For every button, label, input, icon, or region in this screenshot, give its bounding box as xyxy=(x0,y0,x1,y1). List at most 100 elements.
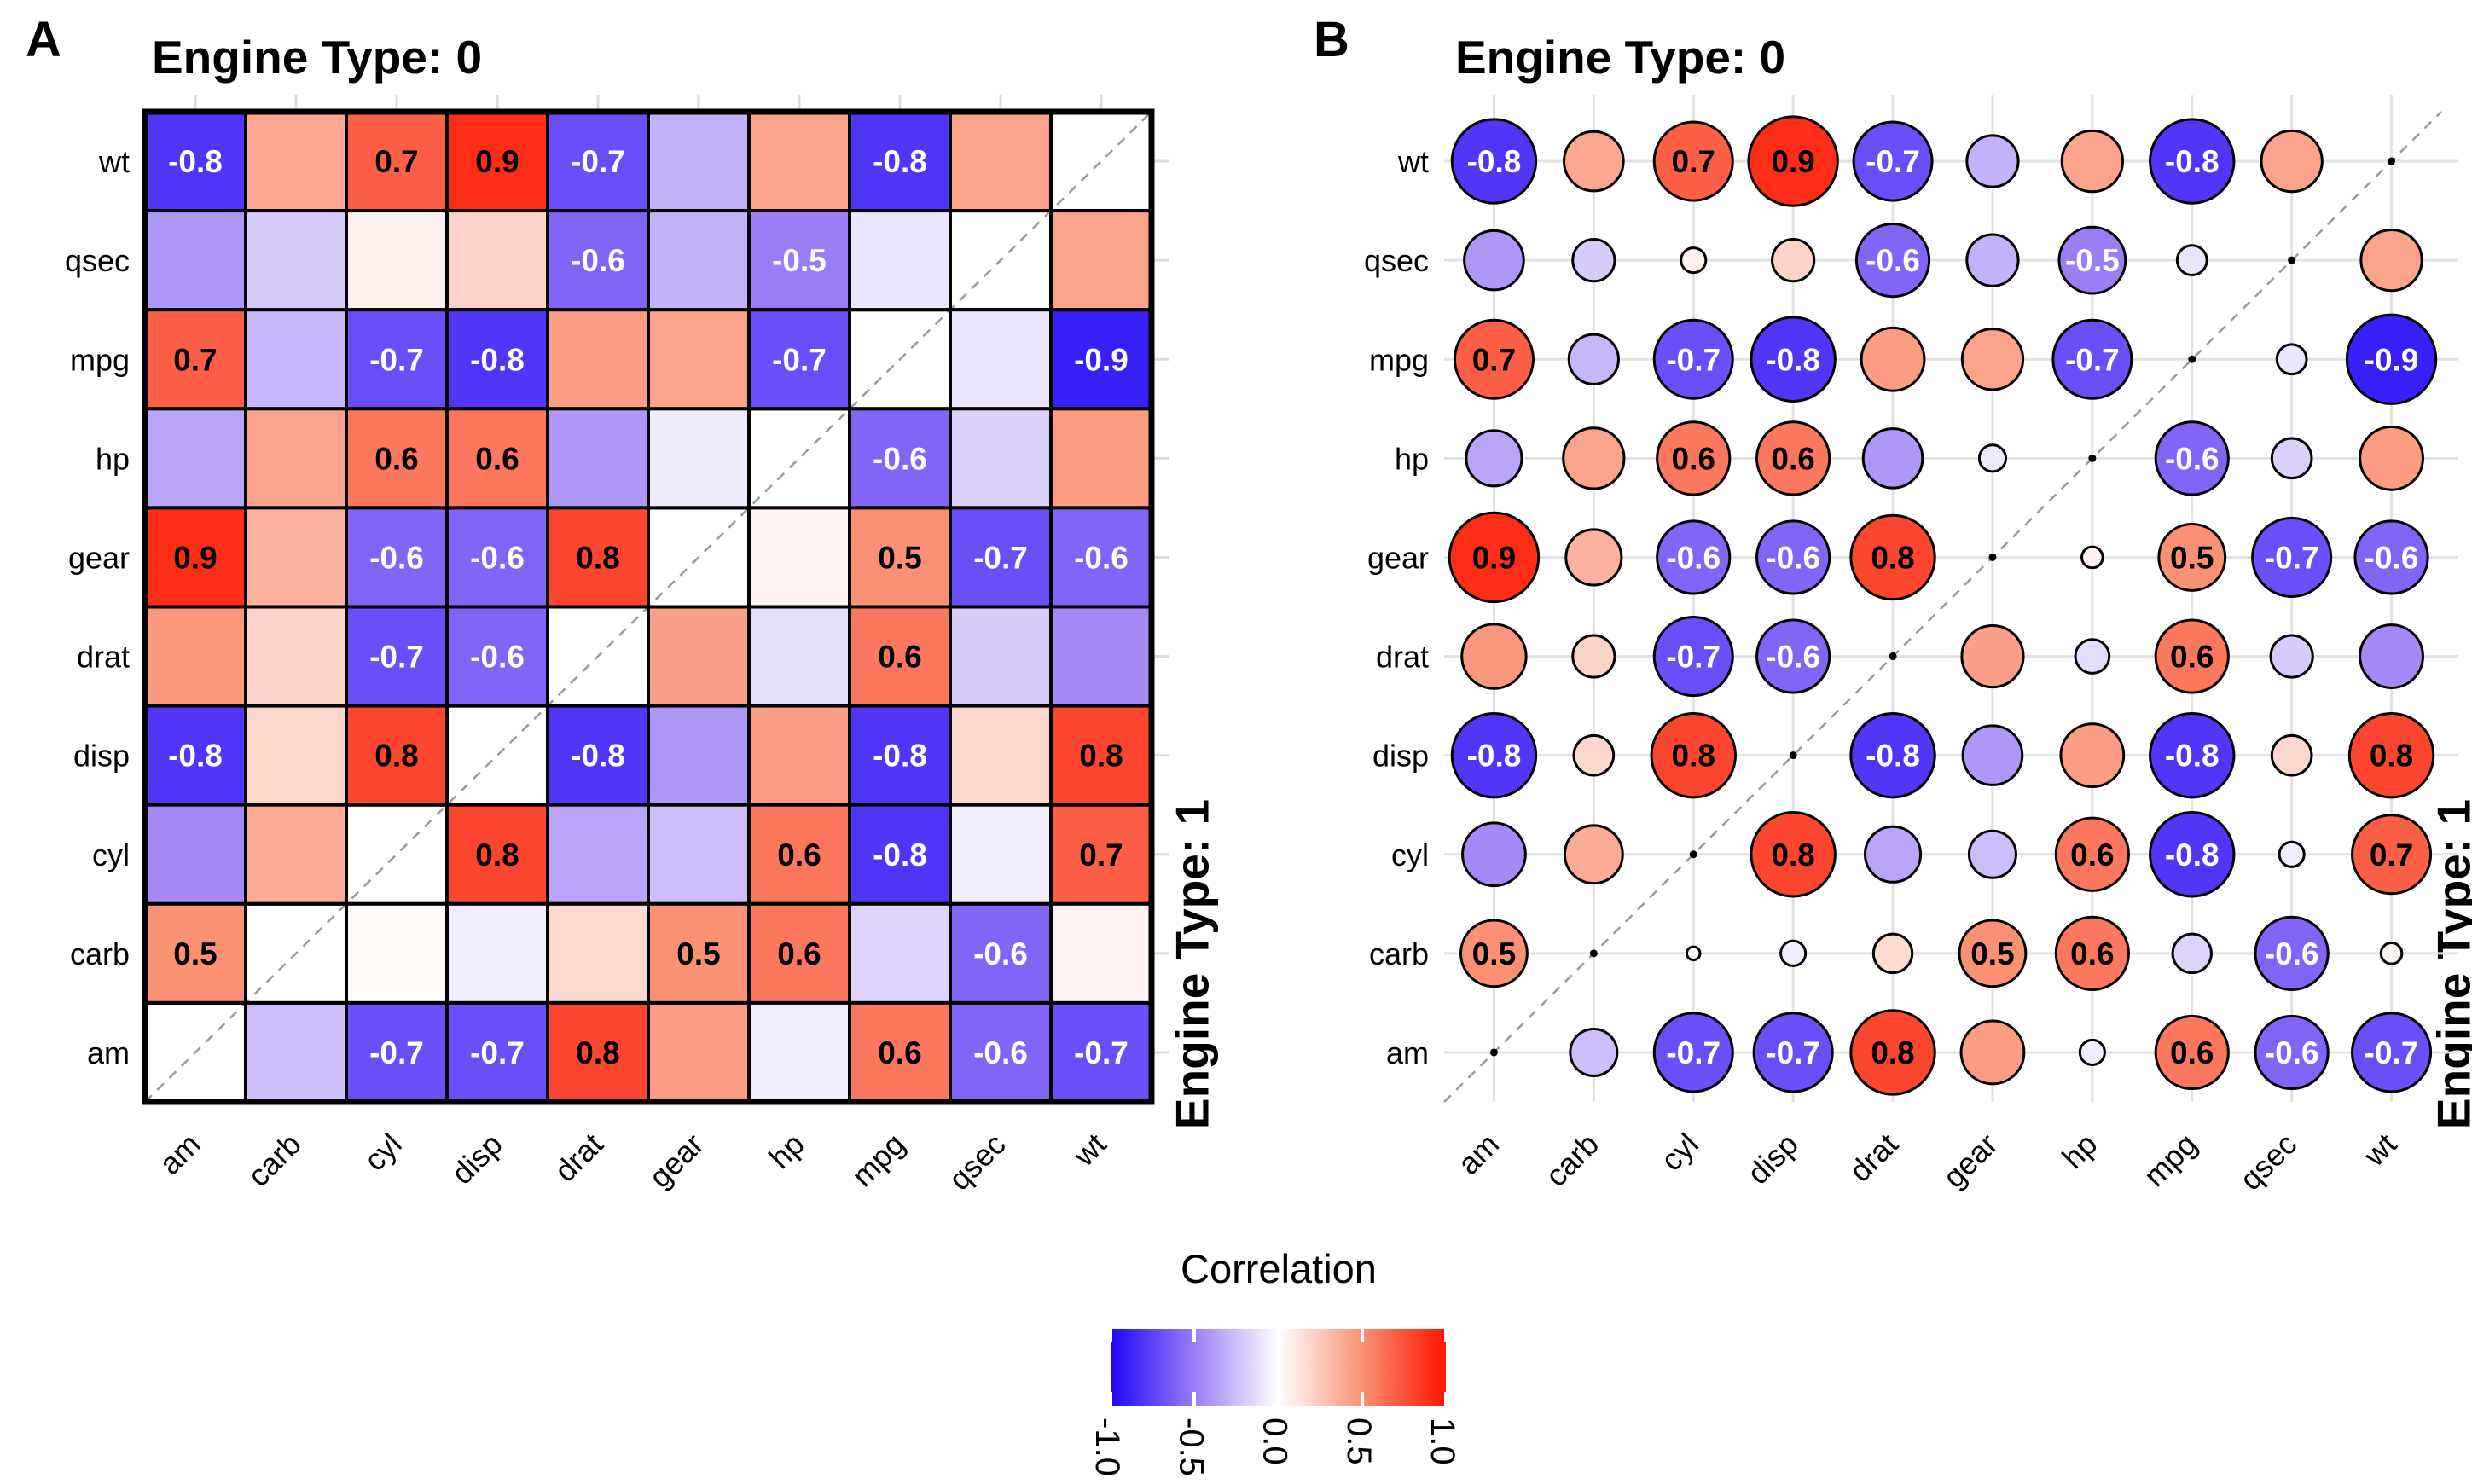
circle-value-label: 0.9 xyxy=(1771,144,1814,179)
diagonal-dot-wt xyxy=(2388,157,2396,165)
x-axis-label-wt: wt xyxy=(2356,1127,2403,1174)
matrix-tile-gear-qsec xyxy=(949,506,1053,609)
matrix-tile-wt-mpg xyxy=(848,110,952,213)
matrix-circle-carb-drat xyxy=(1871,932,1914,975)
matrix-circle-carb-am xyxy=(1459,919,1529,988)
matrix-tile-disp-carb xyxy=(244,704,348,807)
y-axis-label-carb: carb xyxy=(70,936,130,971)
matrix-circle-hp-mpg xyxy=(2154,420,2230,496)
matrix-tile-disp-qsec xyxy=(949,704,1053,807)
tile-value-label: 0.8 xyxy=(475,838,519,872)
matrix-circle-qsec-carb xyxy=(1571,238,1616,283)
circle-value-label: 0.5 xyxy=(1472,936,1516,971)
matrix-circle-hp-cyl xyxy=(1656,420,1732,496)
matrix-tile-am-disp xyxy=(445,1000,549,1104)
matrix-tile-wt-gear xyxy=(647,110,751,213)
matrix-circle-disp-drat xyxy=(1849,711,1936,799)
x-axis-label-hp: hp xyxy=(762,1127,810,1175)
matrix-tile-mpg-gear xyxy=(647,308,751,411)
matrix-circle-mpg-cyl xyxy=(1652,318,1734,400)
tile-value-label: -0.7 xyxy=(369,640,424,675)
matrix-circle-drat-disp xyxy=(1755,618,1831,694)
diagonal-dot-qsec xyxy=(2288,256,2296,264)
matrix-circle-gear-wt xyxy=(2353,519,2429,595)
matrix-circle-mpg-drat xyxy=(1860,326,1926,392)
matrix-tile-mpg-am xyxy=(143,308,247,411)
circle-value-label: 0.8 xyxy=(1771,838,1814,872)
matrix-circle-gear-qsec xyxy=(2251,516,2333,598)
matrix-circle-mpg-hp xyxy=(2051,318,2133,400)
legend-tick-label: 0.0 xyxy=(1256,1417,1294,1465)
y-axis-label-drat: drat xyxy=(1376,640,1429,675)
tile-value-label: -0.6 xyxy=(470,540,525,575)
y-axis-label-mpg: mpg xyxy=(1369,342,1429,377)
matrix-circle-cyl-hp xyxy=(2054,816,2130,892)
matrix-tile-gear-hp xyxy=(747,506,851,609)
tile-value-label: -0.7 xyxy=(973,540,1028,575)
matrix-circle-gear-cyl xyxy=(1656,519,1732,595)
legend-tick-label: 1.0 xyxy=(1424,1417,1461,1465)
circle-value-label: 0.8 xyxy=(1672,739,1715,774)
circle-value-label: -0.7 xyxy=(1766,1035,1820,1070)
matrix-circle-mpg-gear xyxy=(1960,328,2025,391)
matrix-circle-mpg-qsec xyxy=(2275,343,2308,376)
x-axis-label-carb: carb xyxy=(1538,1127,1605,1194)
matrix-tile-cyl-carb xyxy=(244,803,348,906)
circle-value-label: 0.7 xyxy=(2370,838,2413,872)
panel-b-facet-top-label: Engine Type: 0 xyxy=(1455,31,1786,84)
circle-value-label: 0.8 xyxy=(1871,1035,1914,1070)
x-axis-label-wt: wt xyxy=(1066,1127,1113,1174)
diagonal-dot-carb xyxy=(1589,949,1598,958)
tile-value-label: 0.8 xyxy=(374,739,418,774)
diagonal-dot-gear xyxy=(1988,553,1997,561)
matrix-circle-gear-hp xyxy=(2080,545,2104,570)
circle-value-label: -0.6 xyxy=(2165,441,2220,476)
matrix-tile-wt-hp xyxy=(747,110,851,213)
matrix-circle-mpg-am xyxy=(1453,318,1535,400)
circle-value-label: 0.6 xyxy=(2070,838,2114,872)
y-axis-label-cyl: cyl xyxy=(1391,838,1429,872)
tile-value-label: -0.7 xyxy=(369,342,424,377)
tile-value-label: -0.8 xyxy=(571,739,625,774)
tile-value-label: 0.6 xyxy=(777,936,821,971)
y-axis-label-hp: hp xyxy=(96,441,130,476)
matrix-circle-disp-am xyxy=(1450,711,1538,799)
circle-value-label: 0.8 xyxy=(1871,540,1914,575)
matrix-circle-mpg-disp xyxy=(1750,316,1837,403)
matrix-circle-disp-qsec xyxy=(2270,733,2313,777)
tile-value-label: -0.8 xyxy=(470,342,525,377)
circle-value-label: -0.7 xyxy=(1666,1035,1721,1070)
circle-value-label: -0.6 xyxy=(1866,243,1920,278)
tile-value-label: -0.9 xyxy=(1074,342,1129,377)
tile-value-label: -0.6 xyxy=(571,243,625,278)
panel-a-facet-top-label: Engine Type: 0 xyxy=(152,31,483,84)
diagonal-dot-cyl xyxy=(1689,850,1697,859)
tile-value-label: -0.6 xyxy=(470,640,525,675)
circle-value-label: -0.7 xyxy=(1866,144,1920,179)
y-axis-label-cyl: cyl xyxy=(92,838,130,872)
matrix-tile-drat-gear xyxy=(647,605,751,708)
matrix-tile-hp-wt xyxy=(1049,407,1153,510)
circle-value-label: -0.7 xyxy=(2065,342,2120,377)
tile-value-label: -0.7 xyxy=(470,1035,525,1070)
matrix-circle-mpg-wt xyxy=(2345,313,2438,405)
matrix-circle-am-cyl xyxy=(1652,1012,1734,1093)
circle-value-label: 0.7 xyxy=(1472,342,1516,377)
tile-value-label: 0.8 xyxy=(1079,739,1123,774)
x-axis-label-qsec: qsec xyxy=(942,1127,1013,1197)
panel-a-border xyxy=(142,108,1155,1105)
circle-value-label: -0.6 xyxy=(1766,640,1820,675)
matrix-tile-disp-wt xyxy=(1049,704,1153,807)
matrix-tile-hp-carb xyxy=(244,407,348,510)
legend-break-notch xyxy=(1360,1329,1364,1342)
matrix-circle-qsec-hp xyxy=(2057,225,2127,295)
matrix-circle-wt-mpg xyxy=(2149,118,2236,205)
circle-value-label: -0.8 xyxy=(1766,342,1820,377)
matrix-circle-am-gear xyxy=(1959,1019,2026,1086)
legend-tick-label: 0.5 xyxy=(1339,1417,1378,1465)
matrix-circle-cyl-wt xyxy=(2351,814,2433,896)
matrix-tile-hp-drat xyxy=(546,407,650,510)
matrix-circle-wt-qsec xyxy=(2260,129,2324,194)
